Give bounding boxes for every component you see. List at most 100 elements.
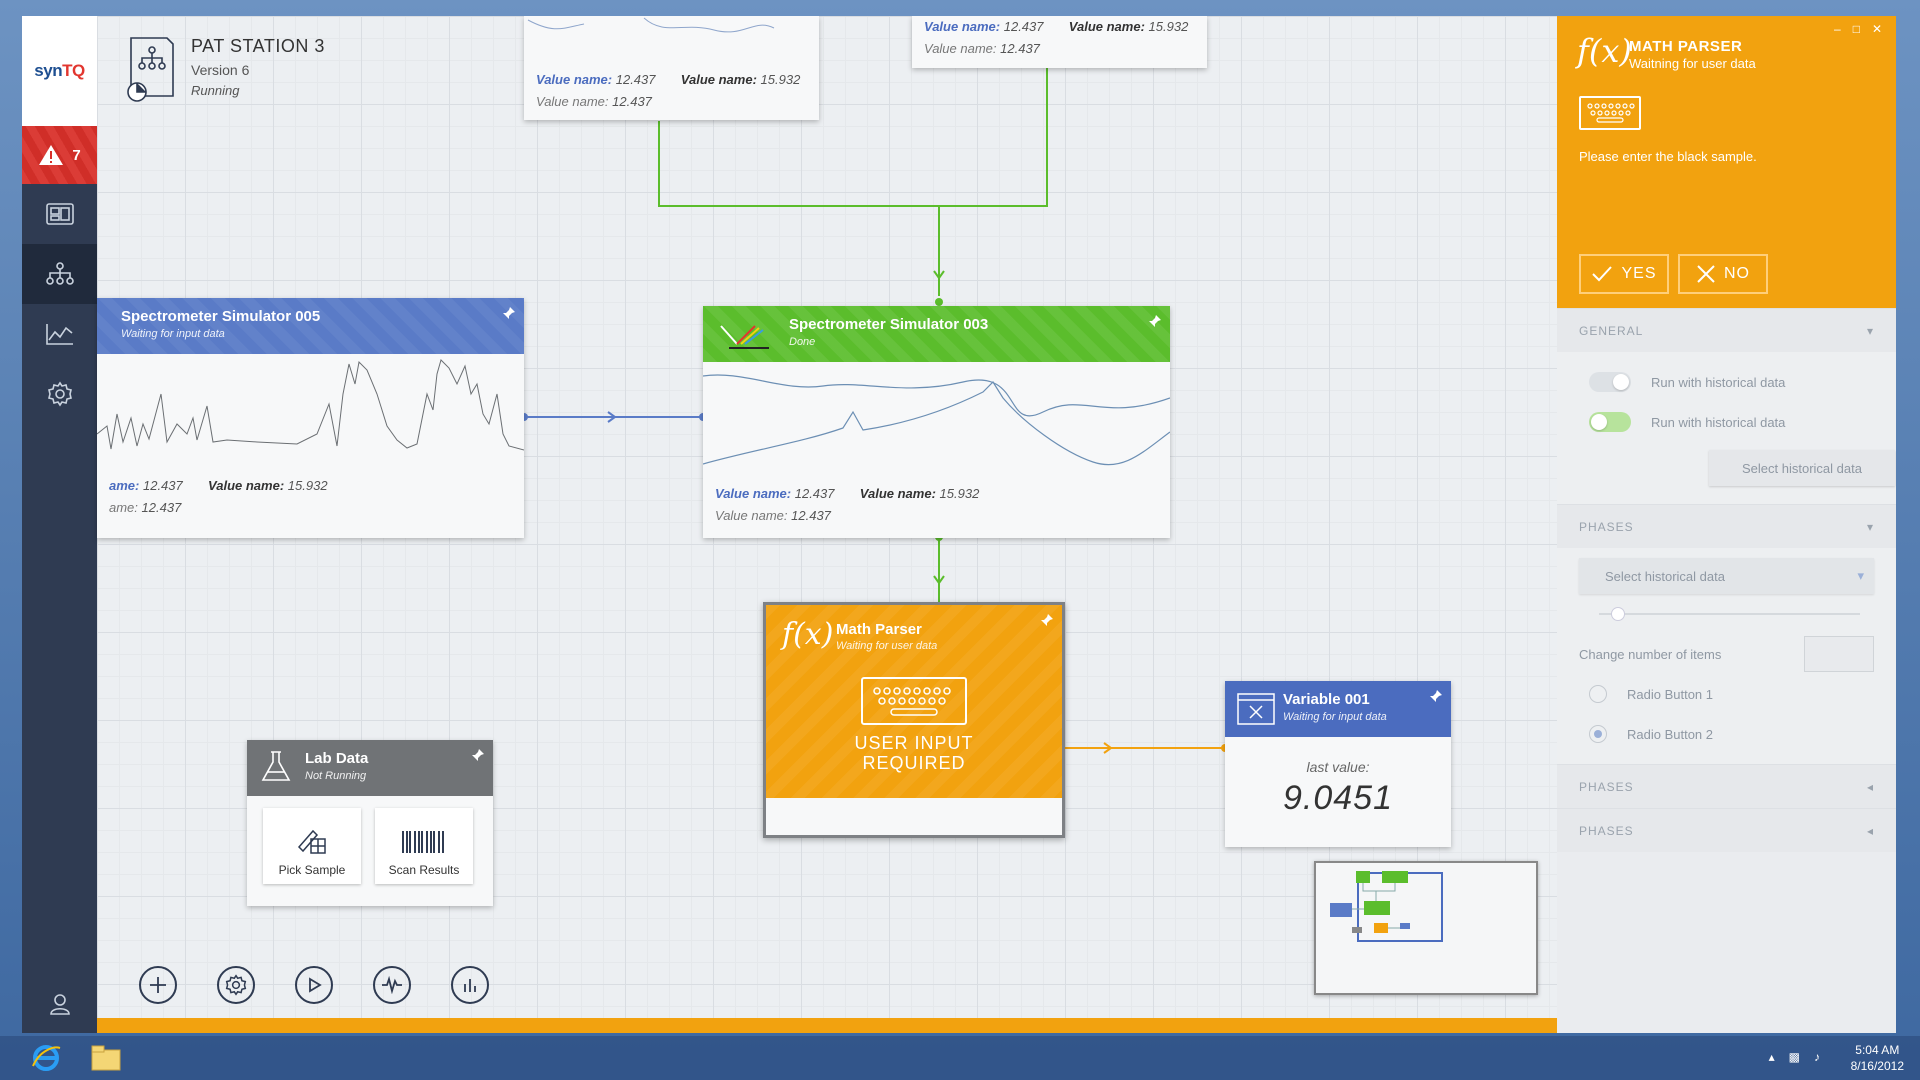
sidebar-item-workflow[interactable] bbox=[22, 244, 97, 304]
pin-icon[interactable] bbox=[471, 748, 485, 762]
node-spectrometer-003[interactable]: Spectrometer Simulator 003 Done Value na… bbox=[702, 306, 1171, 538]
no-button[interactable]: NO bbox=[1678, 254, 1768, 294]
node-header: Spectrometer Simulator 005 Waiting for i… bbox=[97, 298, 524, 354]
function-icon: f(x) bbox=[1577, 32, 1632, 70]
sidebar-item-settings[interactable] bbox=[22, 364, 97, 424]
section-phases-2[interactable]: PHASES ◂ bbox=[1557, 764, 1896, 808]
radio-button-1[interactable] bbox=[1589, 685, 1607, 703]
pin-icon[interactable] bbox=[1429, 689, 1443, 703]
scan-results-button[interactable]: Scan Results bbox=[375, 808, 473, 884]
charts-button[interactable] bbox=[451, 966, 489, 1004]
chevron-left-icon: ◂ bbox=[1866, 779, 1874, 794]
station-icon bbox=[127, 37, 174, 102]
maximize-icon[interactable]: □ bbox=[1852, 22, 1860, 36]
node-math-parser[interactable]: f(x) Math Parser Waiting for user data U… bbox=[763, 602, 1065, 838]
panel-title: MATH PARSER bbox=[1629, 38, 1743, 55]
sidebar: synTQ 7 bbox=[22, 16, 97, 1033]
pick-sample-button[interactable]: Pick Sample bbox=[263, 808, 361, 884]
logo: synTQ bbox=[22, 16, 97, 126]
play-icon bbox=[309, 977, 322, 993]
signal-button[interactable] bbox=[373, 966, 411, 1004]
settings-button[interactable] bbox=[217, 966, 255, 1004]
node-values: Value name: 12.437 Value name: 15.932 Va… bbox=[924, 19, 1189, 56]
quantity-stepper[interactable] bbox=[1804, 636, 1874, 672]
last-value: 9.0451 bbox=[1283, 779, 1393, 817]
chevron-down-icon: ▾ bbox=[1857, 568, 1864, 583]
chevron-down-icon: ▾ bbox=[1866, 519, 1874, 534]
bar-chart-icon bbox=[464, 979, 476, 992]
radio-button-2[interactable] bbox=[1589, 725, 1607, 743]
add-button[interactable] bbox=[139, 966, 177, 1004]
volume-icon[interactable]: ♪ bbox=[1814, 1050, 1820, 1064]
keyboard-icon[interactable] bbox=[1579, 96, 1641, 130]
select-historical-button[interactable]: Select historical data bbox=[1709, 450, 1895, 486]
node-lab-data[interactable]: Lab Data Not Running Pick Sample Scan Re… bbox=[247, 740, 493, 906]
slider[interactable] bbox=[1579, 594, 1874, 634]
sidebar-item-analytics[interactable] bbox=[22, 304, 97, 364]
hierarchy-icon bbox=[45, 262, 74, 285]
test-tube-icon bbox=[297, 829, 326, 854]
node-top-right[interactable]: Value name: 12.437 Value name: 15.932 Va… bbox=[912, 16, 1207, 68]
alert-button[interactable]: 7 bbox=[22, 126, 97, 184]
spectrum-chart bbox=[96, 359, 525, 451]
pin-icon[interactable] bbox=[1040, 613, 1054, 627]
chevron-down-icon: ▾ bbox=[1866, 323, 1874, 338]
waveform-icon bbox=[382, 976, 402, 994]
gear-icon bbox=[225, 974, 247, 996]
clock[interactable]: 5:04 AM 8/16/2012 bbox=[1850, 1043, 1904, 1073]
app-window: synTQ 7 PAT STATION 3 bbox=[22, 16, 1896, 1033]
sidebar-item-dashboard[interactable] bbox=[22, 184, 97, 244]
function-icon: f(x) bbox=[782, 617, 834, 652]
minimize-icon[interactable]: – bbox=[1834, 22, 1841, 36]
node-values: Value name: 12.437 Value name: 15.932 Va… bbox=[715, 486, 980, 523]
section-phases-1-body: Select historical data ▾ Change number o… bbox=[1557, 548, 1896, 764]
section-general-body: Run with historical data Run with histor… bbox=[1557, 352, 1896, 504]
spectrum-chart bbox=[527, 17, 775, 33]
close-icon[interactable]: ✕ bbox=[1871, 22, 1882, 36]
variable-icon bbox=[1237, 693, 1275, 725]
user-input-required: USER INPUT REQUIRED bbox=[854, 733, 974, 773]
sidebar-item-user[interactable] bbox=[22, 993, 97, 1015]
browser-icon bbox=[32, 1045, 61, 1071]
play-button[interactable] bbox=[295, 966, 333, 1004]
plus-icon bbox=[150, 977, 166, 993]
minimap-graphic bbox=[1330, 871, 1443, 942]
chevron-left-icon: ◂ bbox=[1866, 823, 1874, 838]
pin-icon[interactable] bbox=[502, 306, 516, 320]
progress-bar bbox=[97, 1018, 1557, 1033]
network-icon[interactable]: ▩ bbox=[1788, 1050, 1800, 1064]
historical-toggle-1[interactable] bbox=[1589, 372, 1631, 392]
station-version: Version 6 bbox=[191, 62, 250, 78]
chevron-up-icon[interactable]: ▴ bbox=[1768, 1050, 1775, 1064]
spectrum-chart bbox=[702, 374, 1171, 466]
node-variable-001[interactable]: Variable 001 Waiting for input data last… bbox=[1225, 681, 1451, 847]
historical-toggle-2[interactable] bbox=[1589, 412, 1631, 432]
taskbar: ▴ ▩ ♪ 5:04 AM 8/16/2012 bbox=[0, 1036, 1920, 1080]
node-top-left[interactable]: Value name: 12.437 Value name: 15.932 Va… bbox=[524, 16, 819, 120]
node-header: Spectrometer Simulator 003 Done bbox=[703, 306, 1170, 362]
check-icon bbox=[1592, 266, 1613, 282]
node-header: Lab Data Not Running bbox=[247, 740, 493, 796]
system-tray: ▴ ▩ ♪ bbox=[1769, 1050, 1820, 1064]
section-general[interactable]: GENERAL ▾ bbox=[1557, 308, 1896, 352]
section-phases-1[interactable]: PHASES ▾ bbox=[1557, 504, 1896, 548]
explorer-taskbar-button[interactable] bbox=[76, 1036, 136, 1080]
warning-icon bbox=[39, 145, 64, 165]
historical-select[interactable]: Select historical data ▾ bbox=[1579, 558, 1874, 594]
minimap[interactable] bbox=[1314, 861, 1538, 995]
node-spectrometer-005[interactable]: Spectrometer Simulator 005 Waiting for i… bbox=[96, 298, 525, 538]
node-header: f(x) Math Parser Waiting for user data U… bbox=[766, 605, 1062, 798]
pin-icon[interactable] bbox=[1148, 314, 1162, 328]
browser-taskbar-button[interactable] bbox=[16, 1036, 76, 1080]
yes-button[interactable]: YES bbox=[1579, 254, 1669, 294]
properties-panel: – □ ✕ f(x) MATH PARSER Waitning for user… bbox=[1557, 16, 1896, 1033]
flask-icon bbox=[261, 751, 291, 781]
workflow-canvas[interactable]: PAT STATION 3 Version 6 Running bbox=[96, 16, 1557, 1018]
section-phases-3[interactable]: PHASES ◂ bbox=[1557, 808, 1896, 852]
gear-icon bbox=[47, 381, 72, 407]
panel-message: Please enter the black sample. bbox=[1579, 149, 1757, 164]
panel-subtitle: Waitning for user data bbox=[1629, 56, 1756, 71]
user-icon bbox=[49, 994, 70, 1015]
lab-buttons: Pick Sample Scan Results bbox=[247, 796, 493, 896]
barcode-icon bbox=[402, 831, 444, 853]
